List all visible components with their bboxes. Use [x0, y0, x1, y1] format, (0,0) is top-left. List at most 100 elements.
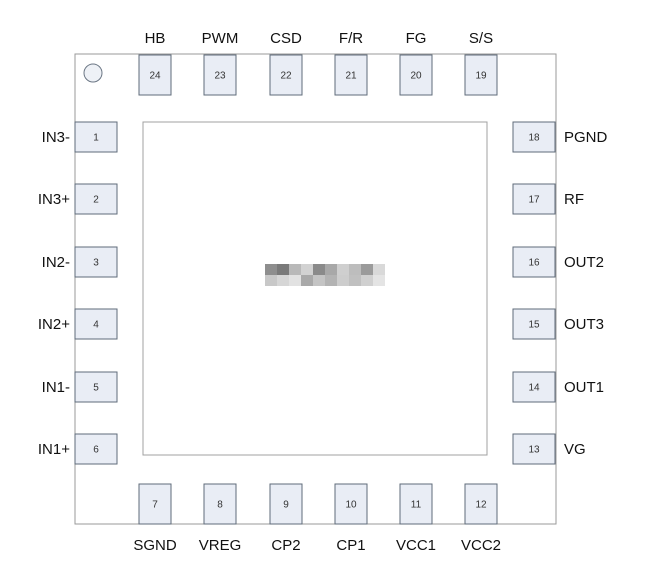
pin-19-pad — [464, 54, 498, 96]
pin-16: 16 OUT2 — [512, 246, 604, 278]
pin-label-fg: FG — [406, 30, 427, 47]
pin-label-sgnd: SGND — [133, 537, 177, 554]
pin-4-number: 4 — [93, 320, 99, 331]
pin-label-rf: RF — [564, 191, 584, 208]
pin-11-pad — [399, 483, 433, 525]
pin-10-pad — [334, 483, 368, 525]
pin-2-number: 2 — [93, 195, 99, 206]
pin-8-pad — [203, 483, 237, 525]
pin-3-number: 3 — [93, 258, 99, 269]
pin-22-pad — [269, 54, 303, 96]
pin-16-number: 16 — [528, 258, 540, 269]
pin-label-in1: IN1- — [42, 379, 70, 396]
pin-24-pad — [138, 54, 172, 96]
pin-label-vcc1: VCC1 — [396, 537, 436, 554]
exposed-center-pad — [142, 121, 488, 456]
pin-12-pad — [464, 483, 498, 525]
pin-13-pad — [512, 433, 556, 465]
pin-11-number: 11 — [411, 500, 422, 511]
pin-1: 1 IN3- — [42, 121, 118, 153]
pin-label-out2: OUT2 — [564, 254, 604, 271]
pin-3-pad — [74, 246, 118, 278]
pin-2: 2 IN3+ — [38, 183, 118, 215]
pin-12-number: 12 — [475, 500, 487, 511]
pin-label-in2: IN2- — [42, 254, 70, 271]
pin-5-pad — [74, 371, 118, 403]
pin-label-f-r: F/R — [339, 30, 363, 47]
pin-21-number: 21 — [345, 71, 357, 82]
pin-6: 6 IN1+ — [38, 433, 118, 465]
pin-label-cp1: CP1 — [336, 537, 365, 554]
obscured-center-label — [265, 264, 385, 286]
pin-3: 3 IN2- — [42, 246, 118, 278]
pin-4: 4 IN2+ — [38, 308, 118, 340]
pin-18-pad — [512, 121, 556, 153]
pin-label-out3: OUT3 — [564, 316, 604, 333]
pin-label-pwm: PWM — [202, 30, 239, 47]
pin-9-number: 9 — [283, 500, 289, 511]
pin-21-pad — [334, 54, 368, 96]
pin-7-number: 7 — [152, 500, 158, 511]
pin-2-pad — [74, 183, 118, 215]
pin-23-number: 23 — [214, 71, 226, 82]
pin-label-pgnd: PGND — [564, 129, 608, 146]
pin-17-number: 17 — [528, 195, 540, 206]
pin-5: 5 IN1- — [42, 371, 118, 403]
pin-label-vcc2: VCC2 — [461, 537, 501, 554]
pin1-orientation-marker — [83, 63, 103, 83]
pin-17-pad — [512, 183, 556, 215]
pin-20: 20 FG — [399, 30, 433, 96]
pin-label-in2: IN2+ — [38, 316, 70, 333]
pin-24: 24 HB — [138, 30, 172, 96]
pin-20-number: 20 — [410, 71, 422, 82]
pin-13-number: 13 — [528, 445, 540, 456]
pin-label-vreg: VREG — [199, 537, 242, 554]
pin-23-pad — [203, 54, 237, 96]
pin-14: 14 OUT1 — [512, 371, 604, 403]
pin-label-in1: IN1+ — [38, 441, 70, 458]
pin-9-pad — [269, 483, 303, 525]
pin-6-number: 6 — [93, 445, 99, 456]
pin-label-cp2: CP2 — [271, 537, 300, 554]
pin-label-csd: CSD — [270, 30, 302, 47]
pin-19-number: 19 — [475, 71, 487, 82]
pin-4-pad — [74, 308, 118, 340]
pin-label-in3: IN3- — [42, 129, 70, 146]
pin-7-pad — [138, 483, 172, 525]
pin-18: 18 PGND — [512, 121, 608, 153]
pin-19: 19 S/S — [464, 30, 498, 96]
pin-6-pad — [74, 433, 118, 465]
pin-20-pad — [399, 54, 433, 96]
pin-22-number: 22 — [280, 71, 292, 82]
pin-5-number: 5 — [93, 383, 99, 394]
pin-21: 21 F/R — [334, 30, 368, 96]
pin-15-number: 15 — [528, 320, 540, 331]
pin-label-in3: IN3+ — [38, 191, 70, 208]
pin-label-s-s: S/S — [469, 30, 493, 47]
pin-10-number: 10 — [345, 500, 357, 511]
pin-1-number: 1 — [93, 133, 99, 144]
pin-15: 15 OUT3 — [512, 308, 604, 340]
pin-16-pad — [512, 246, 556, 278]
pin-1-pad — [74, 121, 118, 153]
pin-13: 13 VG — [512, 433, 586, 465]
pin-label-out1: OUT1 — [564, 379, 604, 396]
pin-label-hb: HB — [145, 30, 166, 47]
pin-label-vg: VG — [564, 441, 586, 458]
pin-17: 17 RF — [512, 183, 584, 215]
pin-18-number: 18 — [528, 133, 540, 144]
pin-14-number: 14 — [528, 383, 540, 394]
pin-22: 22 CSD — [269, 30, 303, 96]
pin-15-pad — [512, 308, 556, 340]
pin-23: 23 PWM — [202, 30, 239, 96]
pin-8-number: 8 — [217, 500, 223, 511]
pin-24-number: 24 — [149, 71, 161, 82]
pin-14-pad — [512, 371, 556, 403]
